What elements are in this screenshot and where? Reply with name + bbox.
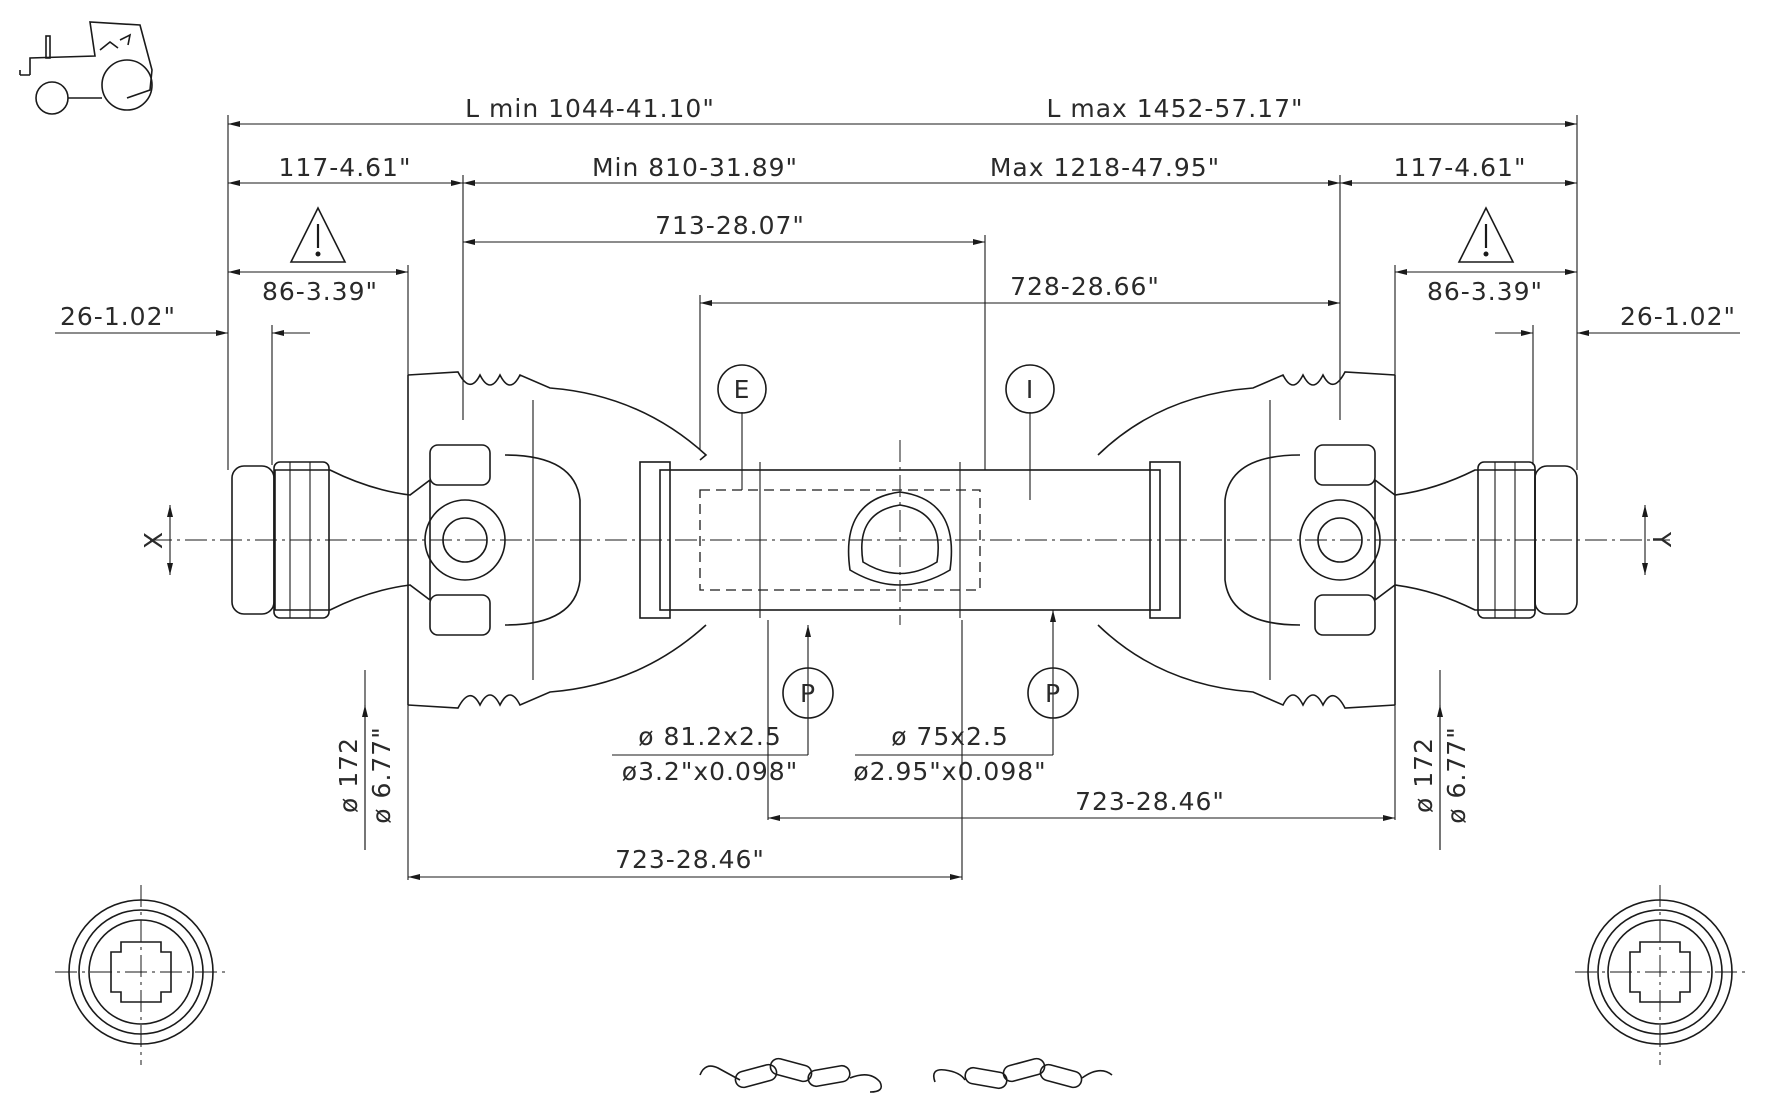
extension-lines [227, 115, 1578, 880]
label-x: X [139, 531, 168, 549]
tube-inner-mm: ø 75x2.5 [891, 722, 1009, 751]
warning-icon-right [1457, 206, 1515, 263]
callout-p-right-label: P [1045, 679, 1061, 708]
dimension-lines [55, 121, 1740, 880]
callout-p-left: P [782, 667, 834, 719]
tube-inner-in: ø2.95"x0.098" [853, 757, 1046, 786]
tractor-icon [19, 21, 153, 115]
dia-172-left: ø 172 [334, 737, 363, 813]
end-view-right [1575, 885, 1745, 1065]
dim-723-right: 723-28.46" [1075, 787, 1225, 816]
callout-i: I [1005, 364, 1055, 414]
tube-outer-mm: ø 81.2x2.5 [638, 722, 781, 751]
dim-86-left: 86-3.39" [262, 277, 378, 306]
callout-p-right: P [1027, 667, 1079, 719]
warning-icon-left [289, 206, 347, 263]
dia-172-right: ø 172 [1409, 737, 1438, 813]
dim-l-max: L max 1452-57.17" [1046, 94, 1303, 123]
callout-i-label: I [1026, 375, 1034, 404]
dim-26-left: 26-1.02" [60, 302, 176, 331]
dim-728: 728-28.66" [1010, 272, 1160, 301]
shaft-assembly [231, 371, 1578, 709]
callout-e-label: E [734, 375, 751, 404]
safety-chain-right [932, 1057, 1113, 1090]
dim-26-right: 26-1.02" [1620, 302, 1736, 331]
callout-e: E [717, 364, 767, 414]
tube-outer-in: ø3.2"x0.098" [622, 757, 798, 786]
dim-l-min: L min 1044-41.10" [465, 94, 715, 123]
dia-677-left: ø 6.77" [367, 726, 396, 823]
dim-713: 713-28.07" [655, 211, 805, 240]
end-view-left [55, 885, 225, 1065]
dim-end-right: 117-4.61" [1394, 153, 1527, 182]
dim-min-len: Min 810-31.89" [592, 153, 798, 182]
dia-677-right: ø 6.77" [1442, 726, 1471, 823]
callout-p-left-label: P [800, 679, 816, 708]
dim-723-left: 723-28.46" [615, 845, 765, 874]
dim-max-len: Max 1218-47.95" [990, 153, 1220, 182]
label-y: Y [1647, 531, 1676, 548]
dim-86-right: 86-3.39" [1427, 277, 1543, 306]
safety-chain-left [699, 1057, 883, 1093]
dim-end-left: 117-4.61" [279, 153, 412, 182]
